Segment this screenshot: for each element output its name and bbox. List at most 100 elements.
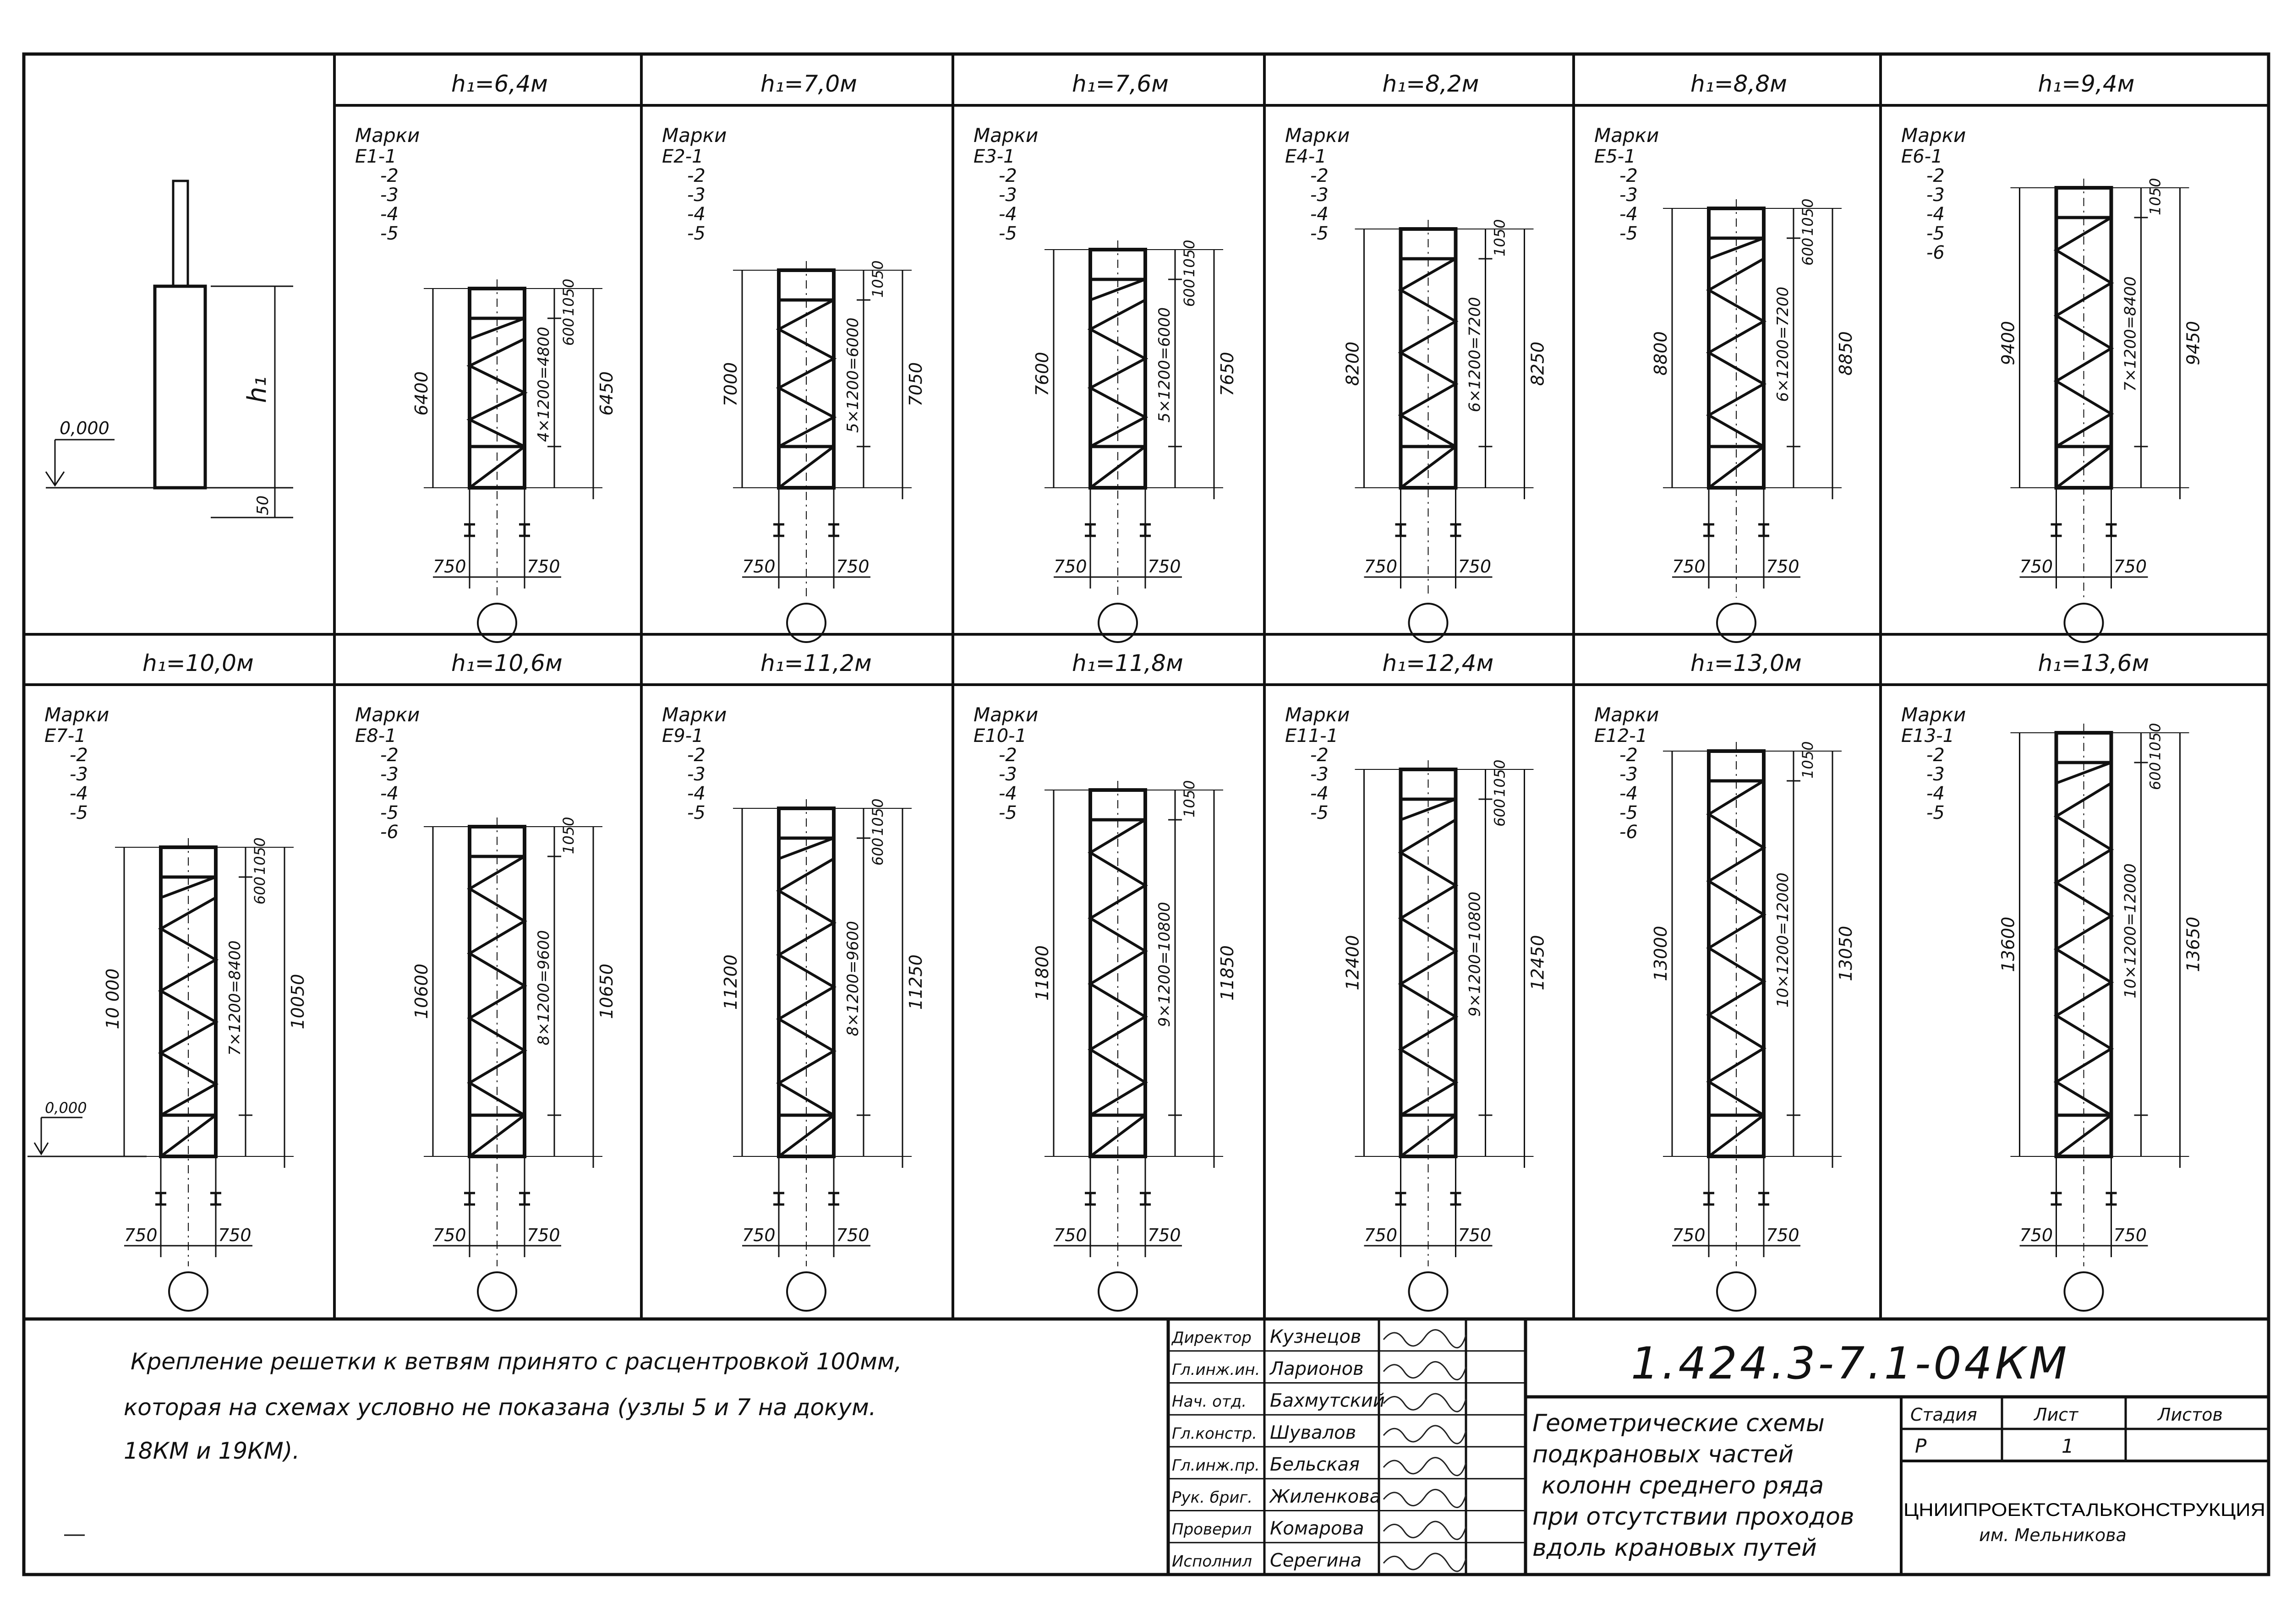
mark-item: -3: [1619, 185, 1638, 206]
dim-half-right: 750: [836, 1225, 870, 1245]
dim-half-right: 750: [1766, 1225, 1799, 1245]
note-line-2: которая на схемах условно не показана (у…: [124, 1394, 876, 1421]
mark-item: -6: [380, 822, 399, 843]
dim-half-left: 750: [1364, 1225, 1398, 1245]
mark-item: -4: [1926, 783, 1945, 804]
mark-item: -2: [687, 745, 705, 766]
mark-item: Е4-1: [1285, 146, 1327, 167]
lattice-zigzag: [2053, 216, 2114, 448]
dim-offset: 600: [1799, 238, 1816, 266]
dim-panels: 5×1200=6000: [844, 317, 862, 433]
mark-item: -5: [687, 223, 705, 244]
signature-role: Гл.констр.: [1172, 1424, 1257, 1443]
key-base-label: 50: [254, 496, 272, 515]
dim-half-left: 750: [742, 1225, 776, 1245]
lattice-zigzag: [776, 857, 837, 1117]
dim-top: 1050: [1181, 780, 1198, 817]
mark-item: -2: [1310, 165, 1329, 186]
signature-scribble: [1383, 1488, 1467, 1508]
mark-item: Е9-1: [662, 725, 704, 747]
signature-scribble: [1383, 1457, 1467, 1477]
dim-total: 13600: [1998, 917, 2018, 972]
mark-item: -2: [1926, 165, 1945, 186]
mark-item: -4: [380, 783, 399, 804]
dim-panels: 9×1200=10800: [1155, 902, 1174, 1027]
scheme-title: h₁=11,2м: [760, 650, 872, 676]
dim-total: 13000: [1651, 926, 1671, 981]
mark-item: Е5-1: [1594, 146, 1636, 167]
mark-item: -4: [1619, 783, 1638, 804]
column-scheme-top-1: h₁=7,0мМаркиЕ2-1-2-3-4-5700010505×1200=6…: [662, 71, 926, 643]
dim-total: 9400: [1998, 321, 2018, 365]
dim-half-right: 750: [1148, 1225, 1181, 1245]
dim-total: 11200: [721, 954, 741, 1010]
base-brace: [1708, 445, 1765, 489]
scheme-title: h₁=10,6м: [451, 650, 563, 676]
mark-item: Е10-1: [973, 725, 1027, 747]
lattice-zigzag: [1398, 818, 1459, 1117]
scheme-title: h₁=10,0м: [142, 650, 254, 676]
mark-item: -2: [70, 745, 88, 766]
mark-item: -5: [1926, 223, 1945, 244]
sheets-label: Листов: [2157, 1405, 2223, 1425]
mark-item: Е13-1: [1901, 725, 1954, 747]
stage-label: Стадия: [1910, 1405, 1977, 1425]
signature-scribble: [1383, 1329, 1467, 1349]
dim-half-left: 750: [433, 1225, 466, 1245]
mark-item: Е6-1: [1901, 146, 1943, 167]
signature-name: Ларионов: [1269, 1358, 1364, 1379]
axis-circle: [1098, 1271, 1138, 1312]
marks-label: Марки: [662, 124, 727, 147]
lattice-zigzag: [1706, 257, 1767, 448]
mark-item: -4: [70, 783, 88, 804]
dim-panels: 10×1200=12000: [2122, 863, 2140, 998]
dim-half-left: 750: [2020, 556, 2053, 577]
mark-item: Е11-1: [1285, 725, 1338, 747]
drawing-title-line: вдоль крановых путей: [1532, 1534, 1817, 1562]
offset-brace: [469, 317, 525, 340]
mark-item: -2: [1310, 745, 1329, 766]
mark-item: Е3-1: [973, 146, 1015, 167]
axis-circle: [786, 603, 826, 643]
marks-label: Марки: [1594, 124, 1659, 147]
mark-item: -2: [1619, 165, 1638, 186]
base-brace: [160, 1114, 217, 1158]
sheet-value: 1: [2062, 1435, 2074, 1457]
mark-item: -4: [1310, 783, 1329, 804]
dim-half-left: 750: [1672, 1225, 1706, 1245]
mark-item: -2: [687, 165, 705, 186]
base-brace: [778, 1114, 835, 1158]
dim-half-left: 750: [2020, 1225, 2053, 1245]
offset-brace: [160, 876, 217, 899]
dim-top: 1050: [869, 261, 886, 298]
dim-panels: 8×1200=9600: [535, 930, 553, 1046]
marks-label: Марки: [355, 703, 420, 726]
dim-total: 10 000: [103, 969, 123, 1030]
dim-half-left: 750: [742, 556, 776, 577]
mark-item: -5: [1926, 802, 1945, 823]
mark-item: -5: [999, 802, 1017, 823]
dim-total: 8800: [1651, 331, 1671, 376]
dim-half-right: 750: [1458, 556, 1492, 577]
dim-half-right: 750: [2114, 556, 2147, 577]
dim-top: 1050: [251, 838, 268, 875]
signature-scribble: [1383, 1393, 1467, 1412]
dim-top: 1050: [1491, 760, 1509, 797]
mark-item: -4: [1310, 204, 1329, 225]
mark-item: -6: [1926, 242, 1945, 263]
column-scheme-top-3: h₁=8,2мМаркиЕ4-1-2-3-4-5820010506×1200=7…: [1285, 71, 1548, 643]
dim-offset: 600: [560, 318, 577, 346]
axis-circle: [1408, 1271, 1449, 1312]
base-brace: [1089, 1114, 1146, 1158]
dim-panels: 5×1200=6000: [1155, 307, 1174, 423]
dim-half-right: 750: [1458, 1225, 1492, 1245]
mark-item: -5: [1310, 802, 1329, 823]
marks-label: Марки: [1285, 124, 1350, 147]
dim-overall: 10650: [596, 964, 617, 1019]
column-scheme-bottom-4: h₁=12,4мМаркиЕ11-1-2-3-4-51240010506009×…: [1285, 650, 1548, 1312]
dim-overall: 7650: [1217, 352, 1237, 396]
sheet-frame: [22, 52, 2270, 1576]
marks-label: Марки: [1901, 124, 1966, 147]
dim-half-right: 750: [218, 1225, 252, 1245]
dim-half-right: 750: [527, 1225, 560, 1245]
